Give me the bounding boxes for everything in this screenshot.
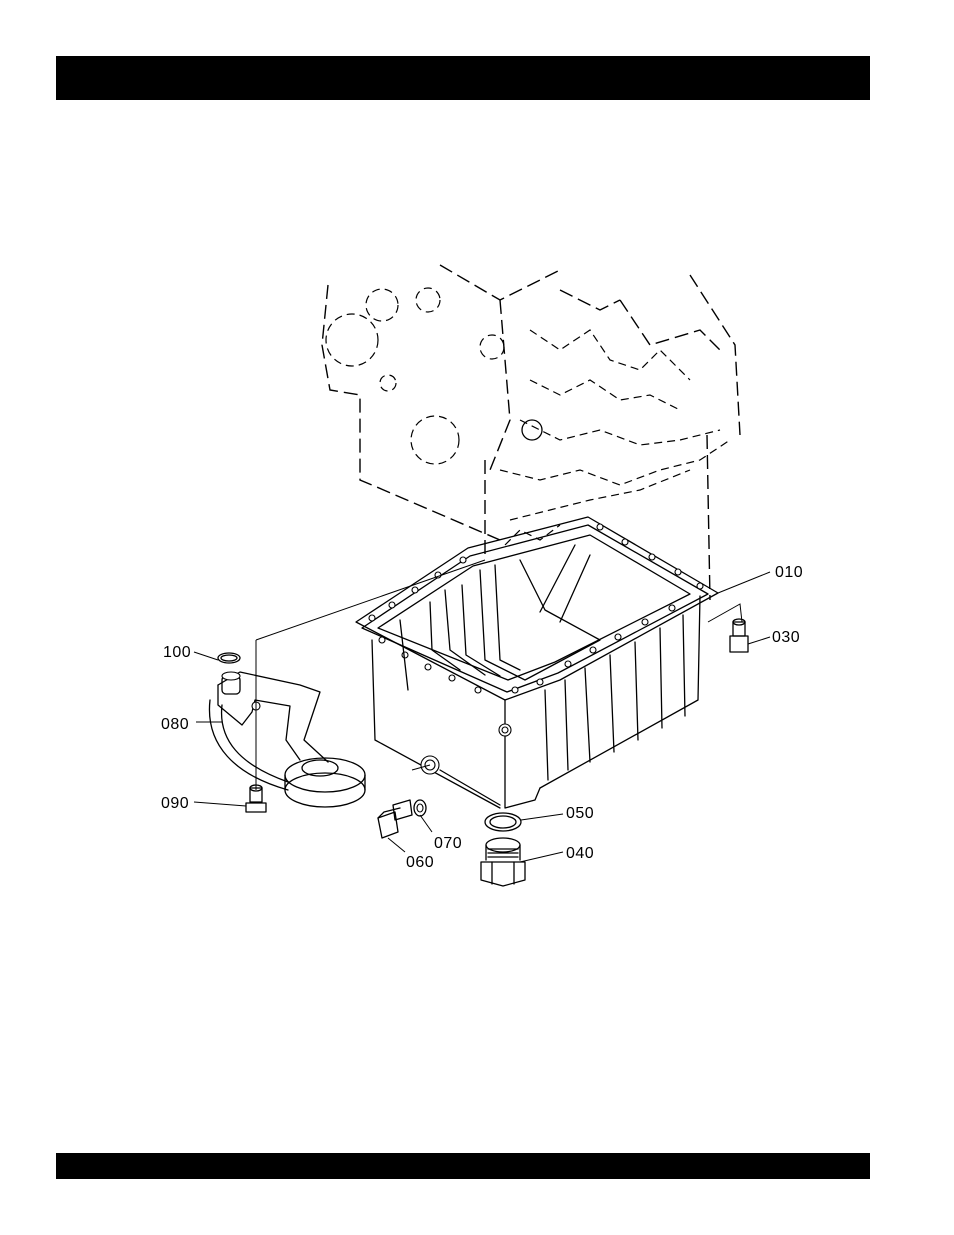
callout-010: 010: [775, 564, 803, 581]
callout-060: 060: [406, 854, 434, 871]
callout-100: 100: [163, 644, 191, 661]
washer-icon: [485, 813, 521, 831]
drain-plug-icon: [378, 765, 430, 838]
callout-090: 090: [161, 795, 189, 812]
bolt-030-icon: [708, 604, 748, 652]
filler-plug-icon: [481, 838, 525, 886]
callout-030: 030: [772, 629, 800, 646]
callout-070: 070: [434, 835, 462, 852]
callout-050: 050: [566, 805, 594, 822]
callout-040: 040: [566, 845, 594, 862]
oil-strainer-icon: [209, 560, 485, 807]
callout-080: 080: [161, 716, 189, 733]
footer-bar: [56, 1153, 870, 1179]
oil-pan-icon: [356, 517, 718, 808]
engine-block-icon: [322, 265, 740, 600]
